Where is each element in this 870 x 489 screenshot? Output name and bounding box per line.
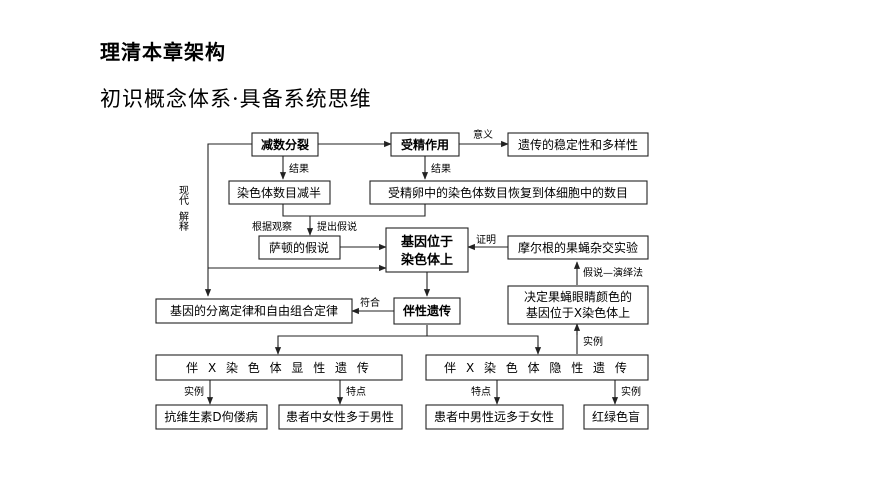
- node-gene-on-chromosome-line1: 基因位于: [400, 234, 453, 250]
- node-chromosome-halved: 染色体数目减半: [228, 180, 331, 205]
- node-stability: 遗传的稳定性和多样性: [507, 132, 649, 157]
- label-propose: 提出假说: [317, 220, 357, 233]
- node-sex-linked: 伴性遗传: [393, 297, 461, 325]
- node-morgan-label: 摩尔根的果蝇杂交实验: [518, 240, 638, 255]
- label-example-2: 实例: [621, 385, 641, 398]
- node-fertilization-label: 受精作用: [401, 137, 449, 152]
- node-x-dominant: 伴 X 染 色 体 显 性 遗 传: [155, 354, 403, 381]
- node-gene-on-chromosome: 基因位于 染色体上: [385, 227, 469, 273]
- label-modern-2: 解释: [177, 210, 189, 232]
- node-x-dominant-label: 伴 X 染 色 体 显 性 遗 传: [186, 360, 372, 375]
- edge-split: [277, 335, 539, 352]
- node-fertilization: 受精作用: [390, 132, 460, 157]
- label-result-1: 结果: [289, 162, 309, 175]
- connectors: [204, 140, 619, 405]
- label-result-2: 结果: [431, 162, 451, 175]
- node-male-more: 患者中男性远多于女性: [425, 404, 564, 430]
- node-sex-linked-label: 伴性遗传: [402, 303, 451, 318]
- edge-merge-observe: [282, 204, 426, 217]
- page-subtitle: 初识概念体系·具备系统思维: [100, 87, 372, 111]
- node-morgan: 摩尔根的果蝇杂交实验: [507, 235, 649, 260]
- node-mendel-laws: 基因的分离定律和自由组合定律: [155, 298, 353, 324]
- node-female-more-label: 患者中女性多于男性: [286, 409, 394, 424]
- label-prove: 证明: [476, 234, 496, 246]
- node-gene-on-chromosome-line2: 染色体上: [400, 252, 453, 268]
- node-sutton-label: 萨顿的假说: [269, 240, 329, 255]
- node-chromosome-halved-label: 染色体数目减半: [237, 185, 321, 200]
- node-eye-color-line1: 决定果蝇眼睛颜色的: [524, 289, 632, 304]
- node-stability-label: 遗传的稳定性和多样性: [518, 137, 638, 152]
- label-hypothesis-deduction: 假说—演绎法: [583, 266, 643, 279]
- edge-labels: 意义 结果 结果 现代 解释 根据观察 提出假说 证明 假说—演绎法 符合 实例…: [177, 128, 644, 398]
- node-x-recessive: 伴 X 染 色 体 隐 性 遗 传: [425, 354, 649, 381]
- label-feature-1: 特点: [346, 386, 366, 398]
- node-sutton: 萨顿的假说: [258, 235, 341, 260]
- node-eye-color-line2: 基因位于X染色体上: [526, 305, 630, 320]
- node-colorblind-label: 红绿色盲: [592, 409, 640, 424]
- node-male-more-label: 患者中男性远多于女性: [434, 409, 554, 424]
- node-meiosis-label: 减数分裂: [261, 137, 309, 152]
- node-colorblind: 红绿色盲: [583, 404, 649, 430]
- node-eye-color: 决定果蝇眼睛颜色的 基因位于X染色体上: [507, 285, 649, 325]
- node-chromosome-restored-label: 受精卵中的染色体数目恢复到体细胞中的数目: [388, 185, 628, 200]
- node-chromosome-restored: 受精卵中的染色体数目恢复到体细胞中的数目: [369, 180, 648, 205]
- label-observe: 根据观察: [252, 220, 292, 233]
- label-example-3: 实例: [583, 335, 603, 348]
- edge-modern-explain: [207, 143, 252, 268]
- node-female-more: 患者中女性多于男性: [278, 404, 403, 430]
- page-title: 理清本章架构: [100, 40, 226, 64]
- node-meiosis: 减数分裂: [251, 132, 319, 157]
- label-conform: 符合: [360, 296, 380, 309]
- label-meaning: 意义: [473, 128, 493, 141]
- node-mendel-laws-label: 基因的分离定律和自由组合定律: [170, 303, 338, 318]
- node-x-recessive-label: 伴 X 染 色 体 隐 性 遗 传: [444, 360, 630, 375]
- label-example-1: 实例: [184, 385, 204, 398]
- node-rickets-label: 抗维生素D佝偻病: [164, 409, 257, 424]
- label-modern-1: 现代: [177, 185, 189, 206]
- node-rickets: 抗维生素D佝偻病: [155, 404, 268, 430]
- label-feature-2: 特点: [471, 386, 491, 398]
